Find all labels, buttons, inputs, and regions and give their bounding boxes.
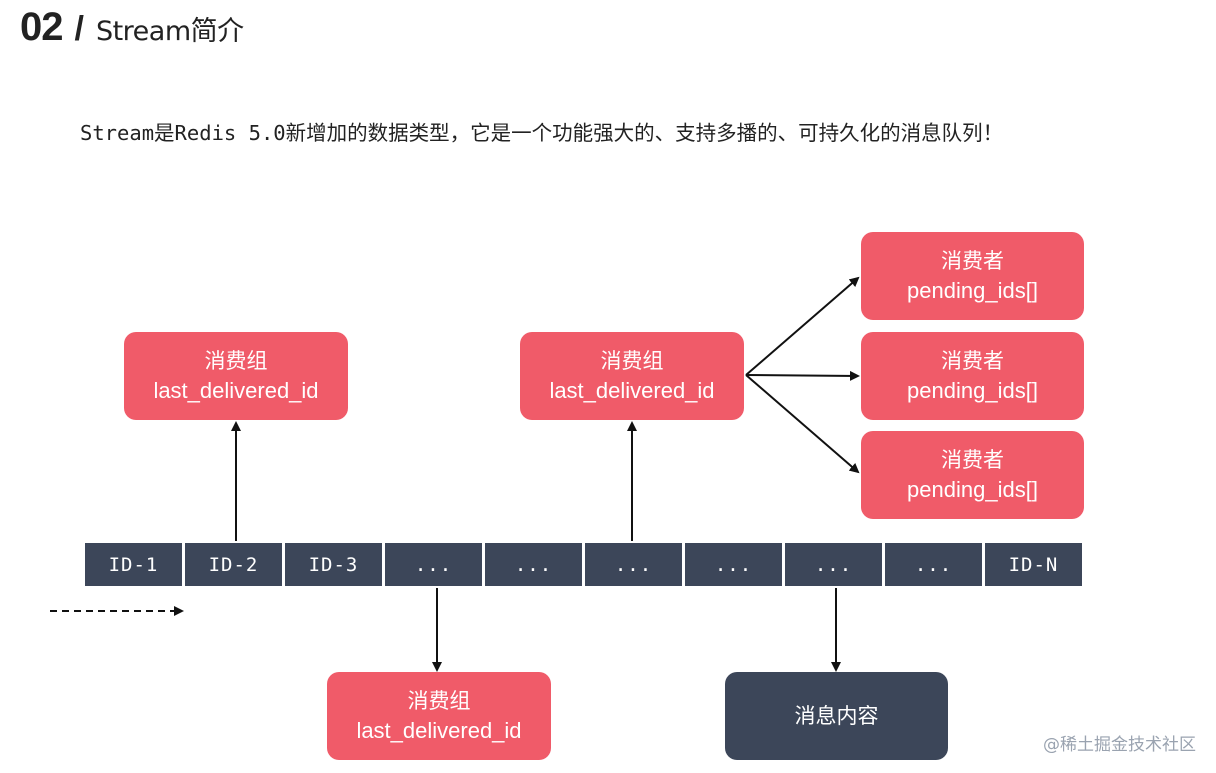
stream-cell-9: ... [885, 543, 982, 586]
consumer-field: pending_ids[] [907, 278, 1038, 303]
stream-bar: ID-1 ID-2 ID-3 ... ... ... ... ... ... I… [85, 543, 1082, 586]
stream-cell-5: ... [485, 543, 582, 586]
consumer-group-box-2: 消费组 last_delivered_id [520, 332, 744, 420]
arrow-group2-to-consumer-3 [745, 374, 860, 474]
consumer-field: pending_ids[] [907, 477, 1038, 502]
section-number: 02 [20, 5, 63, 49]
stream-cell-8: ... [785, 543, 882, 586]
group-field: last_delivered_id [356, 718, 522, 743]
message-content-box: 消息内容 [725, 672, 948, 760]
group-name: 消费组 [204, 349, 268, 373]
consumer-box-3: 消费者 pending_ids[] [861, 431, 1084, 519]
consumer-name: 消费者 [941, 349, 1004, 373]
consumer-name: 消费者 [941, 448, 1004, 472]
consumer-group-box-1: 消费组 last_delivered_id [124, 332, 348, 420]
message-content-label: 消息内容 [794, 704, 879, 728]
intro-text: Stream是Redis 5.0新增加的数据类型，它是一个功能强大的、支持多播的… [80, 121, 1004, 145]
section-slash: / [74, 10, 84, 48]
arrow-group2-to-consumer-2 [745, 370, 860, 381]
stream-cell-10: ID-N [985, 543, 1082, 586]
section-heading: 02 / Stream简介 [20, 5, 244, 49]
group-field: last_delivered_id [549, 378, 715, 403]
consumer-field: pending_ids[] [907, 378, 1038, 403]
stream-cell-7: ... [685, 543, 782, 586]
arrow-group2-to-consumer-1 [745, 276, 860, 376]
consumer-group-box-3: 消费组 last_delivered_id [327, 672, 551, 760]
stream-cell-4: ... [385, 543, 482, 586]
group-field: last_delivered_id [153, 378, 319, 403]
consumer-box-1: 消费者 pending_ids[] [861, 232, 1084, 320]
group-name: 消费组 [600, 349, 664, 373]
group-name: 消费组 [407, 689, 471, 713]
section-title: Stream简介 [95, 16, 244, 47]
stream-cell-3: ID-3 [285, 543, 382, 586]
stream-cell-2: ID-2 [185, 543, 282, 586]
watermark: @稀土掘金技术社区 [1043, 735, 1196, 755]
stream-cell-1: ID-1 [85, 543, 182, 586]
consumer-box-2: 消费者 pending_ids[] [861, 332, 1084, 420]
consumer-name: 消费者 [941, 249, 1004, 273]
stream-cell-6: ... [585, 543, 682, 586]
